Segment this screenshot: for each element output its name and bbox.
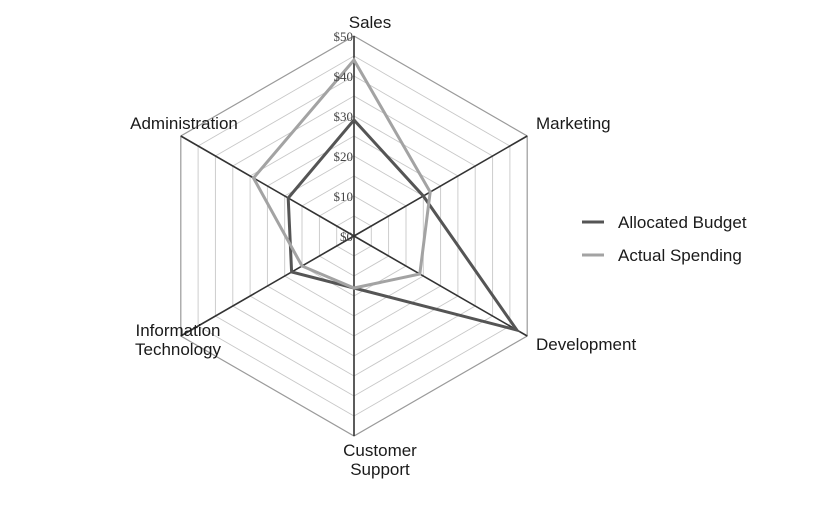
tick-label: $30 [334, 109, 354, 124]
axis-spokes [180, 36, 528, 436]
axis-spoke-2 [353, 235, 528, 337]
legend-label-0: Allocated Budget [618, 213, 747, 232]
axis-spoke-5 [180, 135, 355, 237]
axis-label-1: Marketing [536, 114, 611, 133]
tick-labels: $0 $10 $20 $30 $40 $50 [334, 29, 354, 244]
tick-label: $50 [334, 29, 354, 44]
axis-label-0: Sales [349, 13, 392, 32]
legend-label-1: Actual Spending [618, 246, 742, 265]
axis-label-2: Development [536, 335, 636, 354]
axis-spoke-4 [180, 235, 355, 337]
series-lines [251, 57, 521, 333]
tick-label: $20 [334, 149, 354, 164]
axis-label-5: Administration [130, 114, 238, 133]
axis-spoke-1 [353, 135, 528, 237]
tick-label: $0 [340, 229, 353, 244]
tick-label: $10 [334, 189, 354, 204]
series-line-0 [286, 117, 521, 333]
tick-label: $40 [334, 69, 354, 84]
series-line-1 [251, 57, 432, 290]
